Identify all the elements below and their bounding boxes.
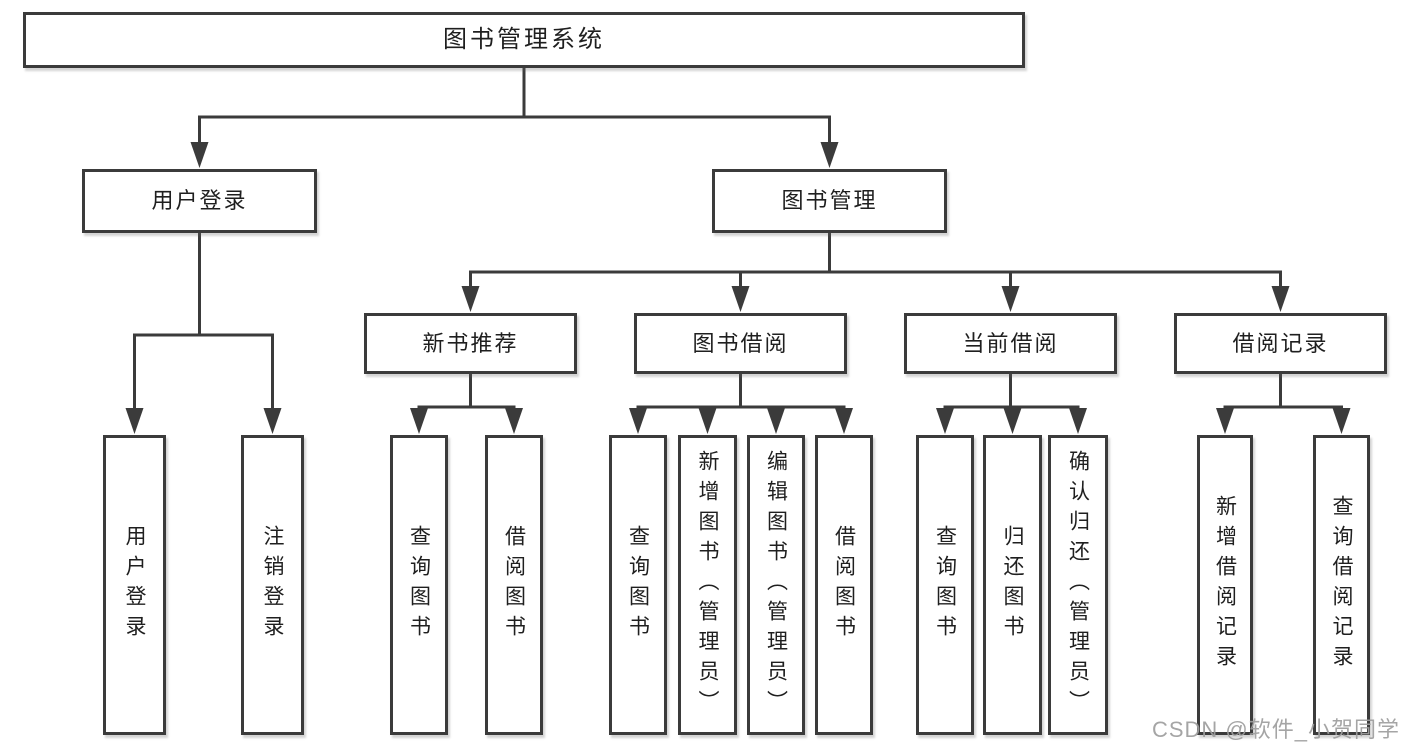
node-label: 图书管理 <box>781 188 878 213</box>
node-label: 借阅记录 <box>1232 330 1329 356</box>
csdn-watermark: CSDN @软件_小贺同学 <box>1151 717 1400 742</box>
node-new-book-rec: 新书推荐 <box>364 313 577 374</box>
node-current-borrow: 当前借阅 <box>904 313 1117 374</box>
node-cb-query-book: 查询图书 <box>916 435 974 735</box>
node-label: 查询借阅记录 <box>1330 495 1353 675</box>
node-label: 查询图书 <box>933 525 957 645</box>
node-label: 确认归还（管理员） <box>1066 450 1090 720</box>
node-book-borrow: 图书借阅 <box>634 313 847 374</box>
node-bb-query-book: 查询图书 <box>609 435 667 735</box>
node-br-add-record: 新增借阅记录 <box>1197 435 1253 735</box>
node-label: 查询图书 <box>626 525 650 645</box>
node-label: 新增图书（管理员） <box>696 450 719 720</box>
node-logout-leaf: 注销登录 <box>241 435 304 735</box>
node-label: 借阅图书 <box>502 525 526 645</box>
node-label: 用户登录 <box>151 188 248 213</box>
node-label: 归还图书 <box>1001 525 1024 645</box>
node-br-query-record: 查询借阅记录 <box>1313 435 1370 735</box>
node-user-login: 用户登录 <box>82 169 317 233</box>
node-root: 图书管理系统 <box>23 12 1025 68</box>
node-label: 注销登录 <box>261 525 284 645</box>
node-label: 用户登录 <box>123 525 146 645</box>
node-label: 借阅图书 <box>832 525 856 645</box>
node-label: 当前借阅 <box>962 330 1059 356</box>
node-label: 新增借阅记录 <box>1213 495 1237 675</box>
node-user-login-leaf: 用户登录 <box>103 435 166 735</box>
node-rec-query-book: 查询图书 <box>390 435 448 735</box>
node-label: 图书管理系统 <box>443 26 605 53</box>
node-borrow-records: 借阅记录 <box>1174 313 1387 374</box>
node-label: 查询图书 <box>407 525 431 645</box>
node-bb-edit-book: 编辑图书（管理员） <box>747 435 805 735</box>
node-cb-return-book: 归还图书 <box>983 435 1042 735</box>
node-bb-add-book: 新增图书（管理员） <box>678 435 737 735</box>
node-rec-borrow-book: 借阅图书 <box>485 435 543 735</box>
node-book-mgmt: 图书管理 <box>712 169 947 233</box>
node-bb-borrow-book: 借阅图书 <box>815 435 873 735</box>
node-label: 新书推荐 <box>422 330 519 356</box>
node-label: 编辑图书（管理员） <box>764 450 788 720</box>
node-cb-confirm-return: 确认归还（管理员） <box>1048 435 1108 735</box>
node-label: 图书借阅 <box>692 330 789 356</box>
